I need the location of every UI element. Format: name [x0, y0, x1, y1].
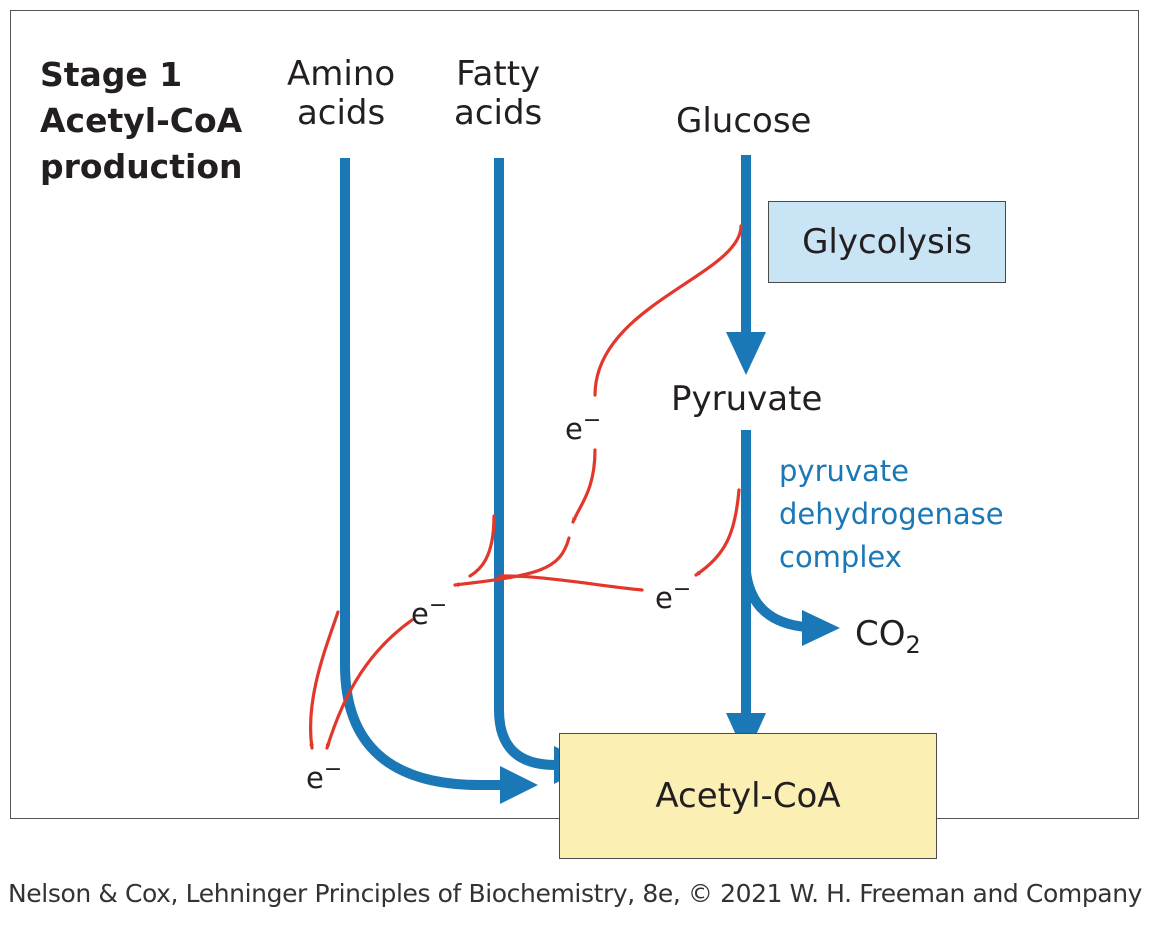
co2-subscript: 2 — [905, 631, 921, 659]
pyruvate-label: Pyruvate — [671, 379, 823, 419]
fatty-acids-label: Fatty acids — [454, 54, 543, 134]
electron-label-sup: − — [582, 408, 602, 433]
electron-label-sup: − — [323, 757, 343, 782]
co2-release-arrow — [741, 571, 807, 632]
pdh-electron-arrow — [694, 488, 741, 577]
acetyl-coa-label: Acetyl-CoA — [655, 776, 841, 816]
glycolysis-box: Glycolysis — [768, 201, 1006, 283]
electron-label-base: e — [565, 412, 583, 446]
enzyme-label-line2: dehydrogenase — [779, 497, 1004, 531]
stage-heading-line1: Stage 1 — [40, 55, 183, 94]
enzyme-label-line1: pyruvate — [779, 454, 910, 488]
amino-acids-electron-arrow — [308, 610, 340, 750]
fatty-acids-flow-arrow — [494, 158, 560, 770]
amino-acids-label-line2: acids — [296, 93, 386, 134]
amino-acids-label-line1: Amino — [287, 54, 396, 94]
electron-label-bottom: e− — [306, 757, 342, 795]
enzyme-label-line3: complex — [779, 540, 902, 574]
electron-label-base: e — [655, 581, 673, 615]
electron-label-middle: e− — [411, 593, 447, 631]
electron-flow-arrows — [308, 224, 743, 750]
electron-label-sup: − — [672, 577, 692, 602]
co2-base: CO — [855, 614, 906, 654]
amino-acids-label: Amino acids — [287, 54, 396, 134]
lower-electron-arrow — [325, 618, 414, 750]
acetyl-coa-box: Acetyl-CoA — [559, 733, 937, 859]
glucose-label: Glucose — [676, 101, 812, 141]
glycolysis-electron-arrow-upper — [593, 224, 743, 397]
stage-heading-line3: production — [40, 147, 243, 186]
electron-label-base: e — [306, 761, 324, 795]
glycolysis-electron-arrow-lower — [571, 448, 597, 524]
glycolysis-label: Glycolysis — [802, 222, 972, 262]
co2-label: CO2 — [855, 614, 921, 660]
pyruvate-arrowhead — [726, 332, 766, 375]
stage-heading-line2: Acetyl-CoA — [40, 101, 243, 140]
stage-heading: Stage 1 Acetyl-CoA production — [40, 52, 243, 190]
fatty-acids-label-line2: acids — [454, 93, 543, 134]
fatty-acids-label-line1: Fatty — [456, 54, 541, 94]
fatty-acids-electron-arrow — [468, 514, 496, 578]
electron-label-glycolysis: e− — [565, 408, 601, 446]
co2-arrowhead — [802, 610, 840, 646]
pyruvate-dehydrogenase-label: pyruvate dehydrogenase complex — [779, 450, 1004, 579]
pdh-electron-line — [498, 574, 644, 592]
merge-electron-arrow — [453, 536, 571, 588]
electron-label-sup: − — [428, 593, 448, 618]
electron-label-base: e — [411, 597, 429, 631]
amino-acids-arrowhead — [500, 766, 538, 804]
figure-caption: Nelson & Cox, Lehninger Principles of Bi… — [8, 879, 1143, 908]
carbon-flow-arrows — [340, 155, 807, 790]
amino-acids-flow-arrow — [340, 158, 505, 790]
electron-label-pdh: e− — [655, 577, 691, 615]
